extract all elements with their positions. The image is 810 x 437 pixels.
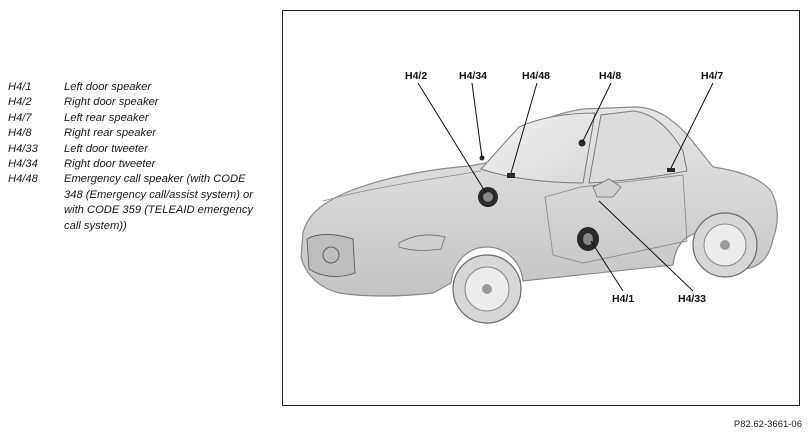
legend-code: H4/7 xyxy=(8,111,32,124)
diagram-frame: H4/2 H4/34 H4/48 H4/8 H4/7 H4/1 H4/33 xyxy=(282,10,800,406)
legend-row: H4/8 Right rear speaker xyxy=(8,126,273,141)
legend-description: Left door tweeter xyxy=(64,142,148,155)
callout-h4-8: H4/8 xyxy=(599,70,621,82)
legend-code: H4/34 xyxy=(8,158,38,171)
legend-code: H4/2 xyxy=(8,96,32,109)
car-speaker-diagram: H4/2 H4/34 H4/48 H4/8 H4/7 H4/1 H4/33 xyxy=(300,70,778,324)
windshield xyxy=(480,112,596,184)
legend-row: H4/2 Right door speaker xyxy=(8,95,273,110)
star-emblem xyxy=(322,246,340,264)
side-mirror xyxy=(592,178,622,198)
hood-line xyxy=(322,170,482,202)
legend-row: H4/7 Left rear speaker xyxy=(8,111,273,126)
grille xyxy=(306,234,356,277)
legend-row: H4/33 Left door tweeter xyxy=(8,142,273,157)
legend-code: H4/1 xyxy=(8,81,32,93)
speaker-h4-1 xyxy=(577,227,599,251)
callout-h4-7: H4/7 xyxy=(701,70,723,82)
legend-row: H4/34 Right door tweeter xyxy=(8,157,273,172)
front-wheel xyxy=(452,254,522,324)
callout-h4-1: H4/1 xyxy=(612,293,634,305)
callout-h4-33: H4/33 xyxy=(678,293,706,305)
side-window xyxy=(588,110,688,184)
door-outline xyxy=(544,174,688,264)
speaker-h4-2 xyxy=(478,187,498,207)
callout-h4-34: H4/34 xyxy=(459,70,487,82)
legend-description: Right door speaker xyxy=(64,96,159,109)
speaker-h4-7 xyxy=(667,168,675,172)
legend-description: Left door speaker xyxy=(64,81,152,93)
legend-description: Left rear speaker xyxy=(64,111,149,124)
legend-code: H4/8 xyxy=(8,127,32,140)
component-legend: H4/1 Left door speaker H4/2 Right door s… xyxy=(8,80,273,234)
rear-wheel xyxy=(692,212,758,278)
legend-row: H4/1 Left door speaker xyxy=(8,80,273,95)
callout-h4-2: H4/2 xyxy=(405,70,427,82)
legend-code: H4/48 xyxy=(8,173,38,186)
legend-description: Right door tweeter xyxy=(64,158,156,171)
legend-description: Right rear speaker xyxy=(64,127,157,140)
headlight xyxy=(398,234,446,251)
legend-row: H4/48 Emergency call speaker (with CODE … xyxy=(8,172,273,234)
callout-h4-48: H4/48 xyxy=(522,70,550,82)
legend-description: Emergency call speaker (with CODE 348 (E… xyxy=(64,173,254,232)
figure-id: P82.62-3661-06 xyxy=(733,419,802,430)
legend-code: H4/33 xyxy=(8,142,38,155)
leader-lines xyxy=(417,82,714,292)
speaker-h4-48 xyxy=(507,173,515,178)
